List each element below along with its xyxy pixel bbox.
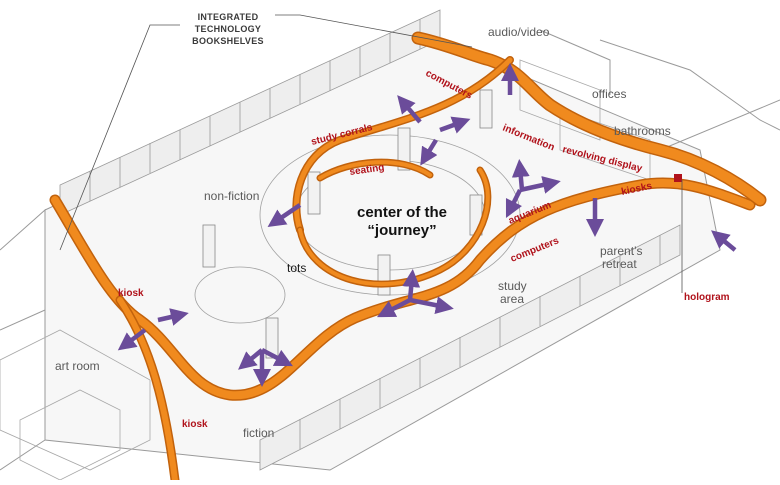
bookshelf-wall-top xyxy=(59,9,441,216)
flow-arrow xyxy=(157,308,189,326)
flow-arrow xyxy=(397,95,422,124)
flow-arrow xyxy=(238,348,264,370)
feature-label-kiosk-left: kiosk xyxy=(118,288,144,299)
callout-label-line-2: TECHNOLOGY xyxy=(195,24,262,34)
flow-arrow xyxy=(377,298,412,318)
area-label-parents-retreat-line-1: parent’s xyxy=(600,244,642,258)
area-label-non-fiction: non-fiction xyxy=(204,189,259,203)
feature-label-seating: seating xyxy=(349,162,385,178)
bookshelf-wall-bottom xyxy=(259,224,681,471)
flow-arrow xyxy=(420,138,438,166)
area-label-offices: offices xyxy=(592,87,626,101)
area-label-fiction: fiction xyxy=(243,426,274,440)
callout-label-line-3: BOOKSHELVES xyxy=(192,36,264,46)
flow-arrow xyxy=(267,203,302,228)
area-label-study-line-1: study xyxy=(498,279,527,293)
area-label-study-line-2: area xyxy=(500,292,524,306)
flow-arrow xyxy=(117,328,147,351)
flow-arrows xyxy=(117,63,737,387)
area-label-tots: tots xyxy=(287,261,306,275)
area-label-art-room: art room xyxy=(55,359,100,373)
area-label-parents-retreat-line-2: retreat xyxy=(602,257,637,271)
flow-arrow xyxy=(402,269,421,301)
center-label-line-1: center of the xyxy=(357,204,447,221)
flow-arrow xyxy=(519,176,561,194)
flow-arrow xyxy=(505,188,523,219)
flow-arrow xyxy=(439,116,471,134)
area-label-audio-video: audio/video xyxy=(488,25,550,39)
orange-ribbons xyxy=(49,31,767,485)
flow-arrow xyxy=(711,230,737,252)
feature-label-kiosk-bottom: kiosk xyxy=(182,419,208,430)
flow-arrow xyxy=(511,159,530,191)
feature-label-hologram: hologram xyxy=(684,292,730,303)
callout-leaders xyxy=(59,14,683,293)
flow-arrow xyxy=(409,296,454,315)
callout-label-line-1: INTEGRATED xyxy=(198,12,259,22)
area-label-bathrooms: bathrooms xyxy=(614,124,671,138)
pillars xyxy=(202,89,493,359)
hologram-marker xyxy=(674,174,682,182)
center-label-line-2: “journey” xyxy=(367,222,436,239)
flow-arrow xyxy=(260,348,293,367)
